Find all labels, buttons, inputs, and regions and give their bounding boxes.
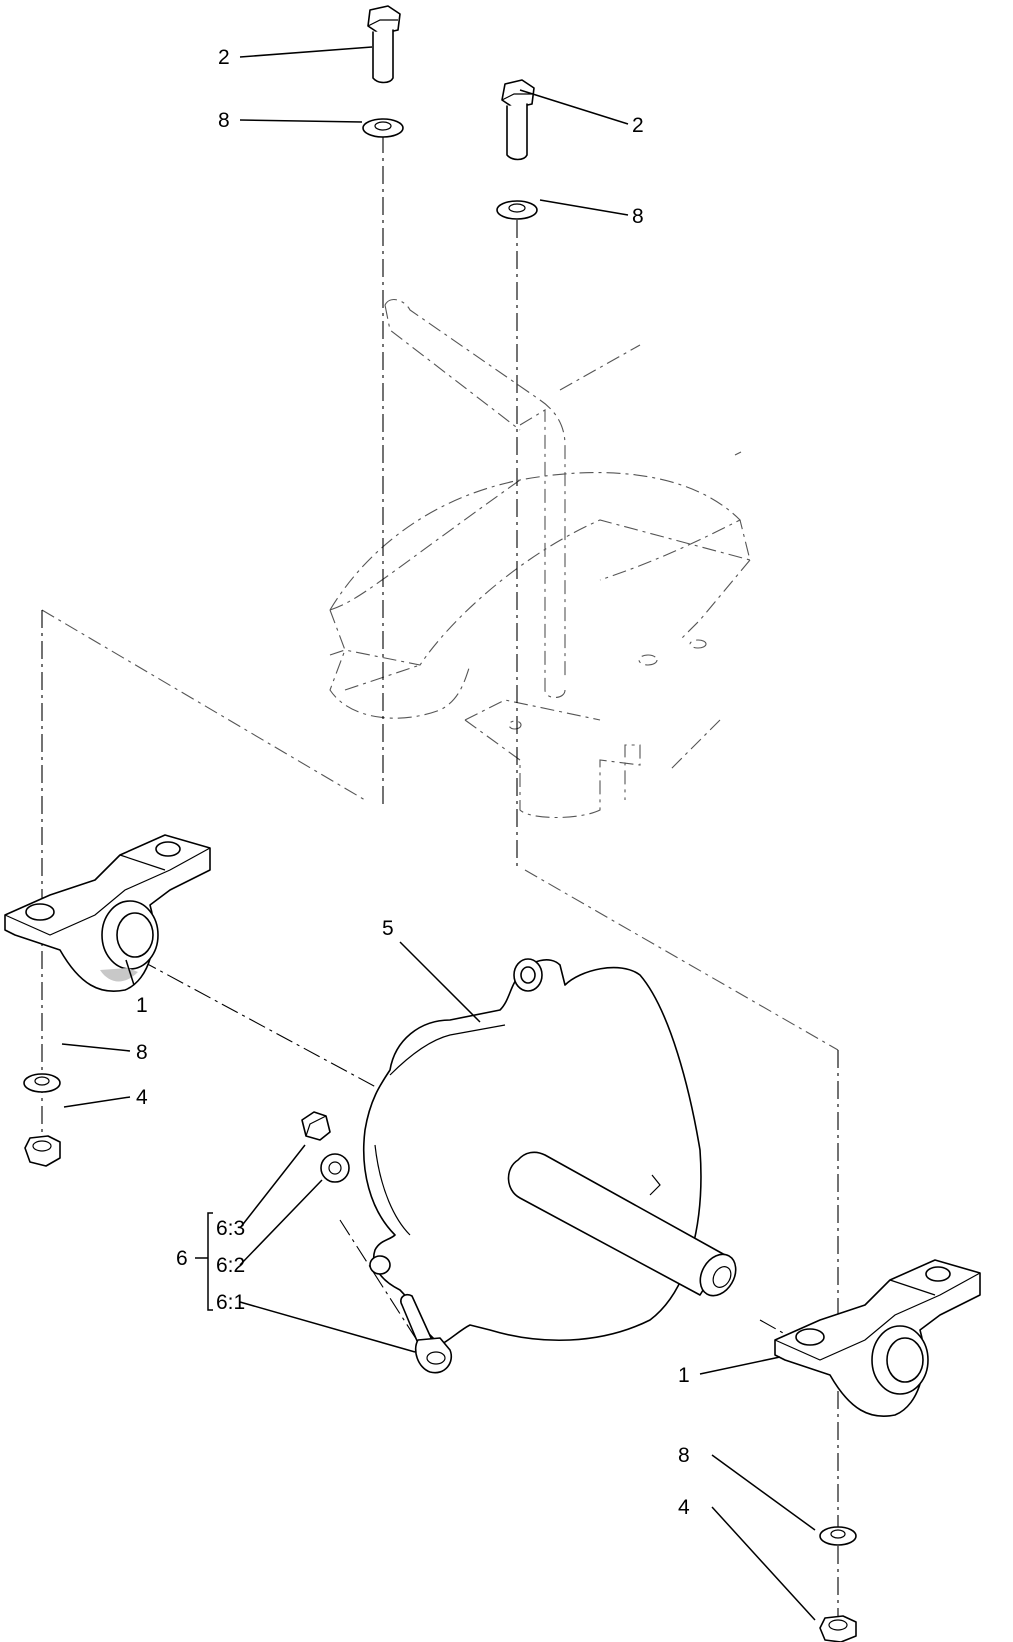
leader-lines xyxy=(61,46,816,1621)
washer-bottom-left xyxy=(23,1073,61,1093)
callout-4-right: 4 xyxy=(678,1496,690,1519)
callout-5: 5 xyxy=(382,917,394,940)
callout-1-right: 1 xyxy=(678,1364,690,1387)
bearing-block-right xyxy=(774,1259,981,1417)
callout-8-top-right: 8 xyxy=(632,205,644,228)
washer-6-2 xyxy=(320,1153,350,1183)
hex-nut-6-3 xyxy=(301,1111,331,1141)
callout-6: 6 xyxy=(176,1247,188,1270)
washer-bottom-right xyxy=(819,1526,857,1546)
phantom-deck-assembly xyxy=(41,299,839,1051)
callout-8-right-bottom: 8 xyxy=(678,1444,690,1467)
callout-6-1: 6:1 xyxy=(216,1291,245,1314)
nut-bottom-left xyxy=(24,1135,61,1167)
callout-1-left: 1 xyxy=(136,994,148,1017)
washer-top-right xyxy=(496,200,538,220)
bolt-top-right xyxy=(501,79,535,161)
nut-bottom-right xyxy=(819,1615,857,1642)
impeller-assembly xyxy=(362,958,737,1346)
callout-6-3: 6:3 xyxy=(216,1217,245,1240)
callout-4-left: 4 xyxy=(136,1086,148,1109)
center-lines xyxy=(41,135,841,1640)
callout-2-top-right: 2 xyxy=(632,114,644,137)
callout-labels: 2 8 2 8 5 1 8 4 6 6:3 6:2 6:1 1 8 4 xyxy=(136,46,690,1519)
bearing-block-left xyxy=(4,834,211,992)
callout-2-top-left: 2 xyxy=(218,46,230,69)
screw-6-1 xyxy=(400,1293,452,1374)
bolt-top-left xyxy=(367,5,401,84)
callout-8-left-bottom: 8 xyxy=(136,1041,148,1064)
washer-top-left xyxy=(362,118,404,138)
callout-6-2: 6:2 xyxy=(216,1254,245,1277)
callout-8-top-left: 8 xyxy=(218,109,230,132)
